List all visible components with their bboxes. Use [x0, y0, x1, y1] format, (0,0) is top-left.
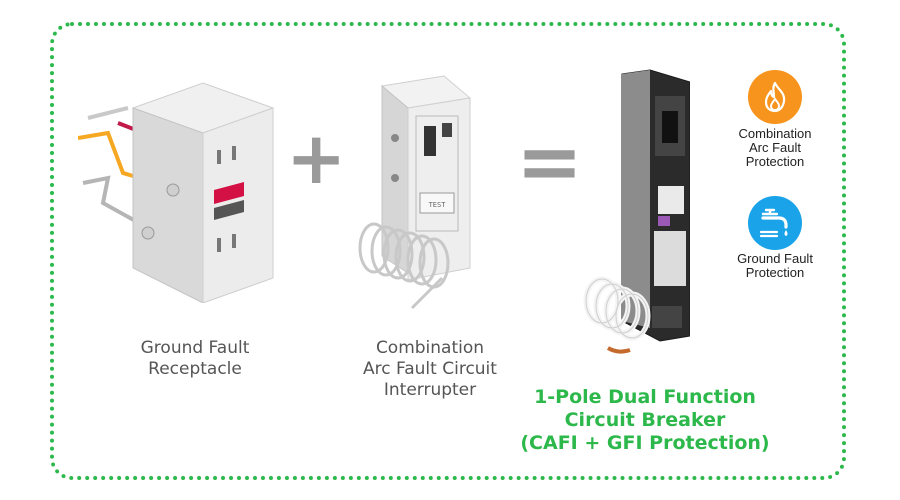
ground-fault-receptacle-illustration: [78, 82, 275, 303]
water-badge: [748, 196, 802, 250]
plus-operator: +: [286, 116, 347, 200]
dotted-frame: [50, 22, 846, 480]
arc-fault-interrupter-illustration: TEST: [358, 75, 472, 310]
feature-label-ground-fault: Ground Fault Protection: [737, 251, 813, 280]
interrupter-label: Combination Arc Fault Circuit Interrupte…: [363, 338, 497, 400]
water-faucet-icon: [759, 208, 788, 238]
receptacle-label: Ground Fault Receptacle: [140, 338, 250, 379]
dual-function-breaker-illustration: [583, 69, 690, 354]
feature-label-arc-fault: Combination Arc Fault Protection: [738, 126, 812, 169]
fire-badge: [748, 70, 802, 124]
breaker-title: 1-Pole Dual Function Circuit Breaker (CA…: [520, 386, 770, 454]
equals-operator: =: [516, 115, 584, 208]
fire-icon: [764, 81, 786, 113]
test-button-label: TEST: [429, 201, 447, 209]
